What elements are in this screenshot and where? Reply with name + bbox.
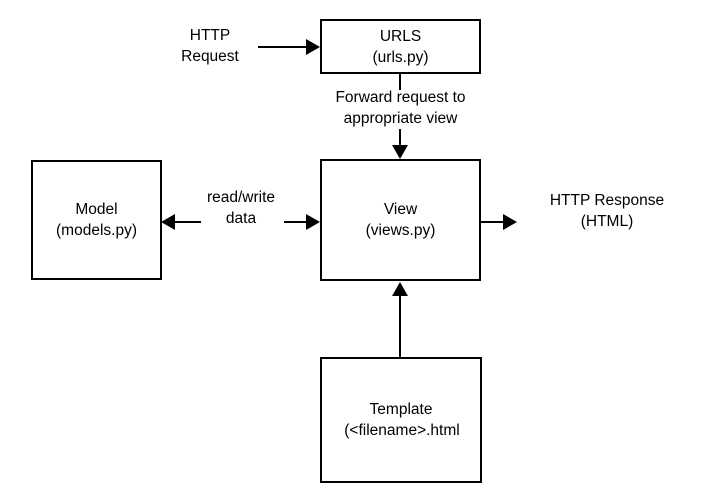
node-model: Model (models.py) [31,160,162,280]
arrowhead-right-icon [306,39,320,55]
arrowhead-down-icon [392,145,408,159]
label-forward-request: Forward request to appropriate view [312,87,489,129]
node-view-title: View [383,201,418,218]
arrowhead-left-icon [161,214,175,230]
label-http-response-line2: (HTML) [580,213,634,230]
connector-response-line [481,221,505,223]
label-forward-line1: Forward request to [335,89,466,106]
connector-template-line [399,295,401,357]
node-urls-title: URLS [379,27,422,45]
node-template: Template (<filename>.html [320,357,482,483]
arrowhead-right-icon [503,214,517,230]
connector-http-request-line [258,46,308,48]
arrowhead-right-icon [306,214,320,230]
connector-forward-line [399,129,401,148]
connector-forward-stub [399,74,401,90]
node-view: View (views.py) [320,159,481,281]
label-read-write-data: read/write data [196,187,286,229]
node-urls: URLS (urls.py) [320,19,481,74]
label-http-response-line1: HTTP Response [549,192,665,209]
node-template-title: Template [369,401,433,418]
connector-read-line [175,221,201,223]
label-readwrite-line1: read/write [206,189,276,206]
arrowhead-up-icon [392,282,408,296]
node-model-title: Model [75,201,118,218]
label-http-request-line1: HTTP [189,27,231,44]
node-model-subtitle: (models.py) [56,222,137,239]
connector-write-line [284,221,310,223]
node-view-subtitle: (views.py) [365,222,436,239]
node-template-subtitle: (<filename>.html [344,422,460,439]
node-urls-subtitle: (urls.py) [372,48,429,66]
label-http-request: HTTP Request [160,25,260,67]
label-readwrite-line2: data [225,210,257,227]
label-http-request-line2: Request [181,48,239,65]
label-forward-line2: appropriate view [343,110,458,127]
label-http-response: HTTP Response (HTML) [512,190,702,232]
